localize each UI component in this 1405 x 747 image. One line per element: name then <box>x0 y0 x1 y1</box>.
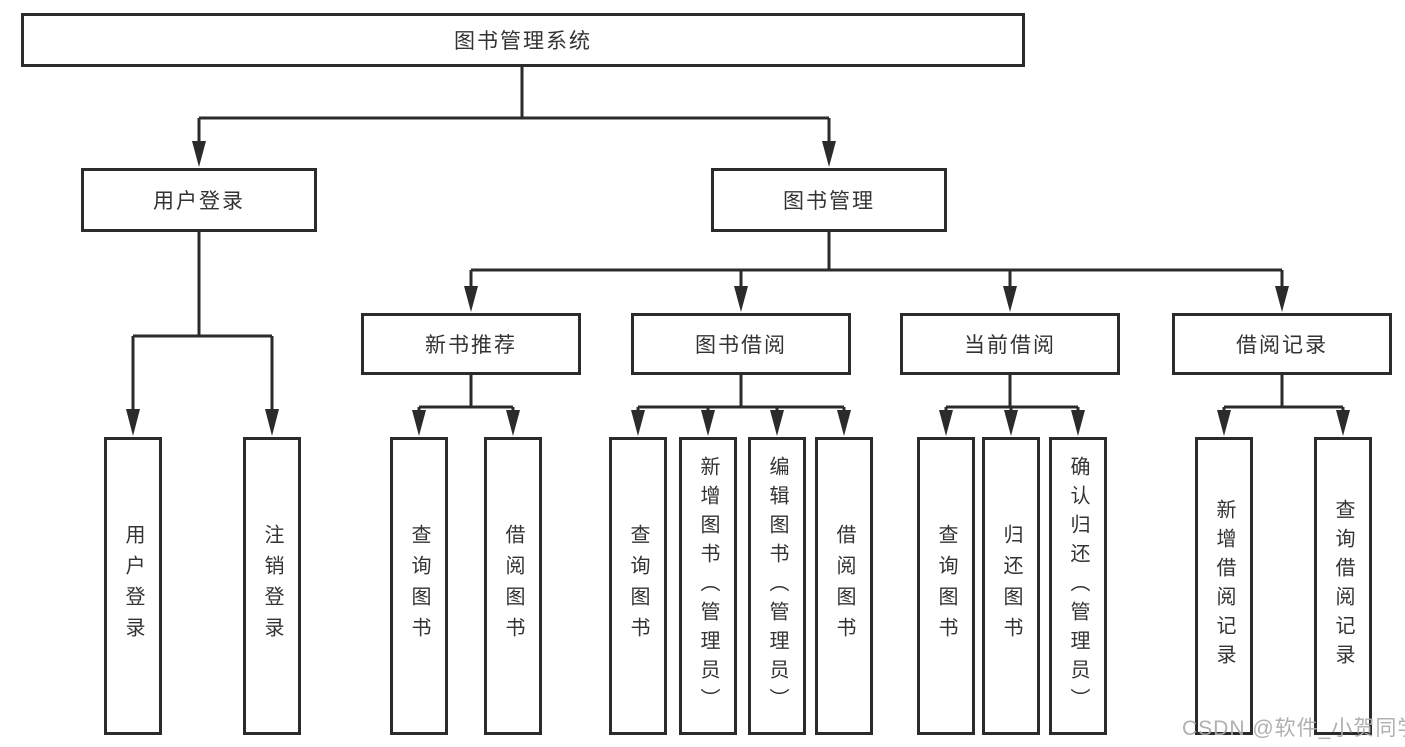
leaf-query-books-recommend: 查询图书 <box>390 437 448 735</box>
leaf-borrow-books-borrowing: 借阅图书 <box>815 437 873 735</box>
connector-book-management-to-level3 <box>464 232 1289 312</box>
leaf-return-books: 归还图书 <box>982 437 1040 735</box>
connector-new-book-recommend-to-leaves <box>412 375 520 436</box>
leaf-query-books-current: 查询图书 <box>917 437 975 735</box>
node-new-book-recommend: 新书推荐 <box>361 313 581 375</box>
leaf-add-borrowing-record: 新增借阅记录 <box>1195 437 1253 735</box>
connector-current-borrowing-to-leaves <box>939 375 1085 436</box>
leaf-logout-login: 注销登录 <box>243 437 301 735</box>
node-book-borrowing: 图书借阅 <box>631 313 851 375</box>
connector-book-borrowing-to-leaves <box>631 375 851 436</box>
leaf-query-books-borrowing: 查询图书 <box>609 437 667 735</box>
node-book-management: 图书管理 <box>711 168 947 232</box>
leaf-confirm-return-admin: 确认归还（管理员） <box>1049 437 1107 735</box>
leaf-add-book-admin: 新增图书（管理员） <box>679 437 737 735</box>
node-current-borrowing: 当前借阅 <box>900 313 1120 375</box>
node-user-login: 用户登录 <box>81 168 317 232</box>
node-library-management-system: 图书管理系统 <box>21 13 1025 67</box>
connector-user-login-to-leaves <box>126 232 279 436</box>
node-borrowing-records: 借阅记录 <box>1172 313 1392 375</box>
leaf-borrow-books-recommend: 借阅图书 <box>484 437 542 735</box>
connector-root-to-level2 <box>192 67 836 167</box>
leaf-query-borrowing-record: 查询借阅记录 <box>1314 437 1372 735</box>
connector-borrowing-records-to-leaves <box>1217 375 1350 436</box>
leaf-user-login: 用户登录 <box>104 437 162 735</box>
csdn-watermark: CSDN @软件_小贺同学 <box>1182 717 1405 740</box>
leaf-edit-book-admin: 编辑图书（管理员） <box>748 437 806 735</box>
